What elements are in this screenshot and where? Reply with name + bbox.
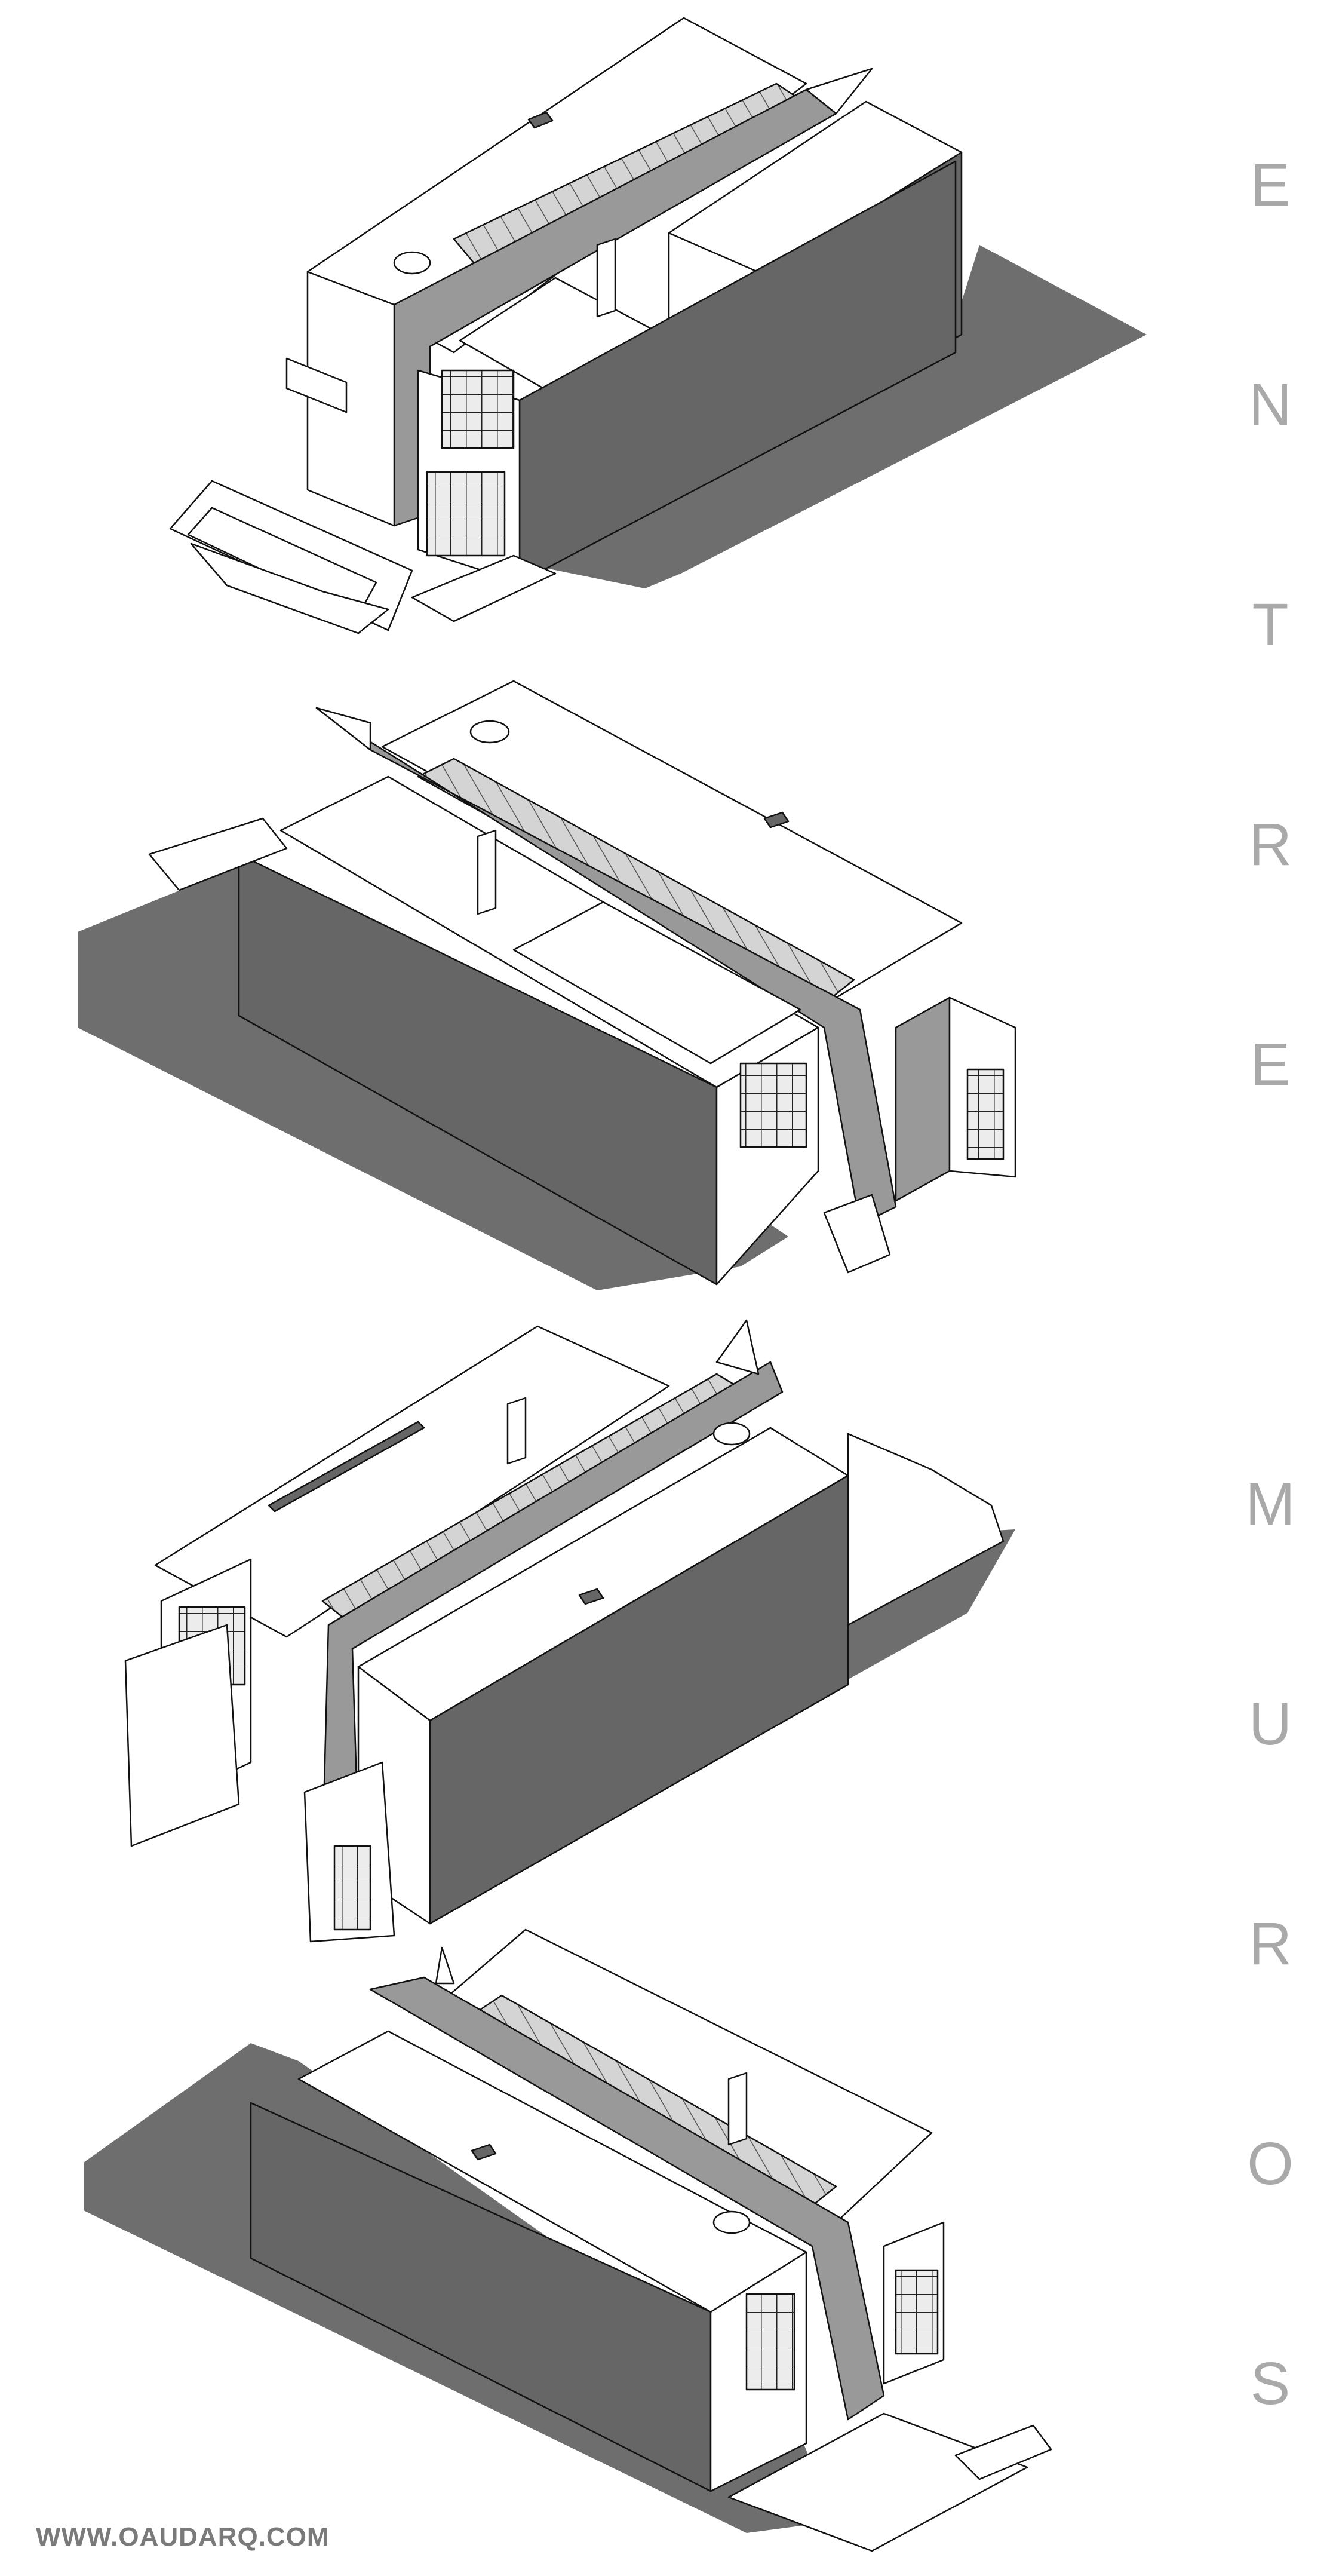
pool [954,2424,1052,2480]
right-terrace [847,1433,1005,1626]
entry-ramp [411,554,557,622]
axonometric-view-3 [124,1319,1015,1943]
mid-box-top [512,901,801,1065]
skylight [578,1588,604,1605]
title-letter: N [1248,372,1292,438]
balcony [285,357,348,413]
stair-wall-fin [315,707,371,751]
right-wing-front [895,996,951,1202]
axonometric-view-4 [84,1928,1052,2552]
roof-light [712,2210,751,2234]
terrace-base [124,1624,240,1847]
stair-wall-fin [805,68,873,115]
skylight-slot [268,1421,425,1513]
forecourt [727,2412,1028,2552]
pool [190,542,389,634]
skylight [763,811,790,829]
axonometric-view-2 [78,680,1016,1290]
side-wall [306,271,395,527]
title-letter: S [1250,2350,1291,2417]
chimney [477,829,497,915]
title-letter: T [1252,591,1289,658]
glazed-window [966,1068,1005,1160]
chimney [596,238,616,318]
roof-light [469,720,510,744]
title-letter: M [1245,1471,1295,1538]
glazed-window [895,2269,939,2355]
stair-wall-fin [715,1319,760,1375]
stair-wall [369,1976,885,2421]
website-url[interactable]: WWW.OAUDARQ.COM [36,2522,330,2552]
title-letter: O [1247,2130,1294,2197]
entry-steps [823,1194,891,1274]
stair-wall-fin [435,1946,455,1985]
skylight [471,2143,497,2161]
title-letter: E [1250,152,1291,219]
glazed-window [745,2293,796,2391]
chimney [727,2072,748,2146]
glazed-window [739,1062,807,1148]
title-letter: U [1248,1691,1292,1758]
title-letter: R [1248,1910,1292,1977]
glazed-door [333,1845,371,1931]
terrace-left [148,817,288,891]
axonometric-view-1 [169,17,1147,634]
skylight [527,111,554,129]
sheet-title: E N T R E M U R O S [1231,149,1309,2419]
chimney [506,1397,527,1465]
title-letter: E [1250,1031,1291,1098]
glazed-window [441,369,515,449]
glazed-window [426,471,506,557]
title-letter: R [1248,811,1292,878]
roof-light [712,1422,751,1446]
roof-light [393,251,431,275]
